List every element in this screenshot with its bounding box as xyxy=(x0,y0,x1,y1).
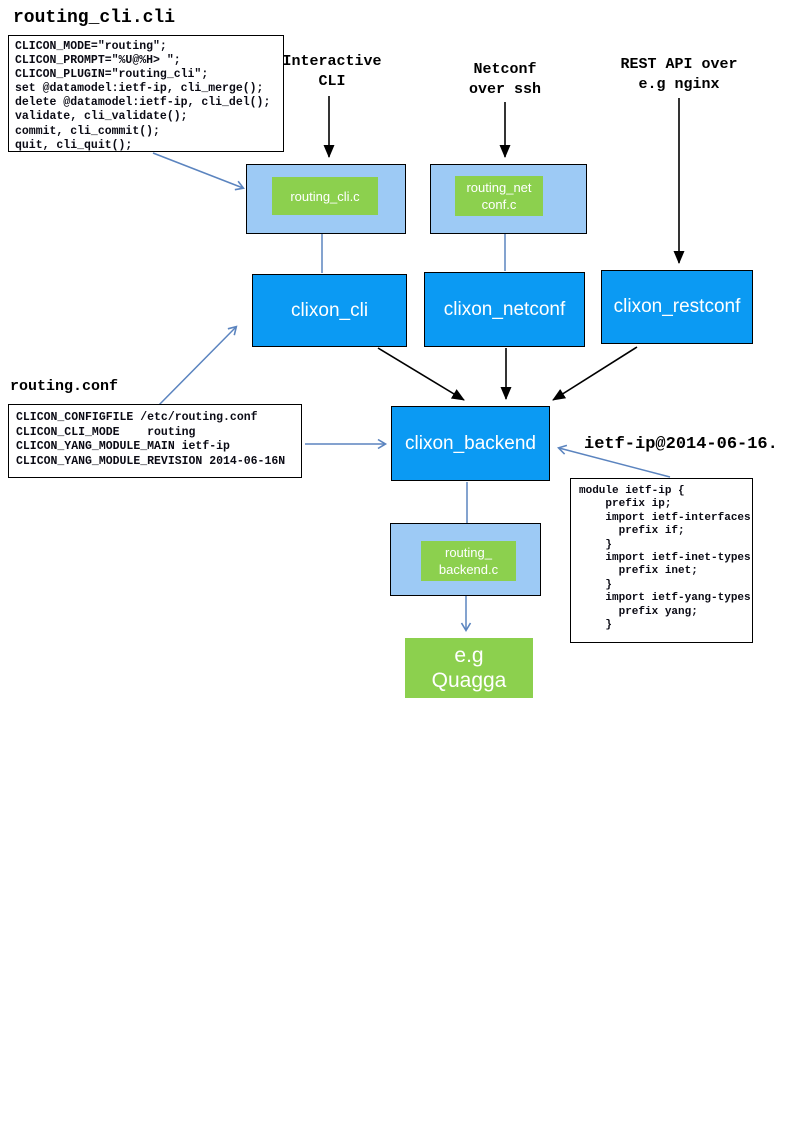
clixon-cli-node: clixon_cli xyxy=(252,274,407,347)
netconf-over-ssh-label: Netconf over ssh xyxy=(468,61,541,98)
interactive-cli-label: Interactive CLI xyxy=(282,53,382,90)
clixon-netconf-node: clixon_netconf xyxy=(424,272,585,347)
yang-module-codebox: module ietf-ip { prefix ip; import ietf-… xyxy=(570,478,753,643)
clixon-restconf-node: clixon_restconf xyxy=(601,270,753,344)
quagga-node: e.g Quagga xyxy=(405,638,533,698)
arrow-cli-to-backend xyxy=(377,347,465,401)
arrow-conffile-to-clixon-cli xyxy=(153,325,238,411)
arrow-restconf-to-backend xyxy=(552,346,638,401)
arrow-clifile-to-plugin-cli xyxy=(152,152,245,191)
cli-file-title: routing_cli.cli xyxy=(13,8,176,28)
conf-file-title: routing.conf xyxy=(10,378,119,395)
yang-file-title: ietf-ip@2014-06-16. xyxy=(584,435,778,454)
cli-file-codebox: CLICON_MODE="routing"; CLICON_PROMPT="%U… xyxy=(8,35,284,152)
rest-api-label: REST API over e.g nginx xyxy=(620,56,738,93)
routing-cli-c-plugin: routing_cli.c xyxy=(272,177,378,215)
conf-file-codebox: CLICON_CONFIGFILE /etc/routing.conf CLIC… xyxy=(8,404,302,478)
routing-netconf-c-plugin: routing_net conf.c xyxy=(455,176,543,216)
routing-backend-c-plugin: routing_ backend.c xyxy=(421,541,516,581)
clixon-backend-node: clixon_backend xyxy=(391,406,550,481)
